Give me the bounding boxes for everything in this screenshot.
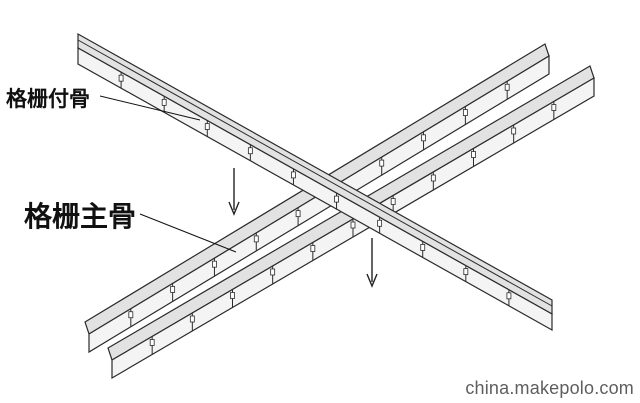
secondary-rib-notch xyxy=(291,171,296,179)
rear-rib-notch xyxy=(128,311,134,319)
label-main-runner: 格栅主骨 xyxy=(24,200,136,233)
secondary-rib-notch xyxy=(377,219,383,227)
secondary-rib-notch xyxy=(463,268,469,276)
secondary-rib-notch xyxy=(506,292,512,300)
front-rib-notch xyxy=(350,221,356,229)
arrow-down-left xyxy=(228,168,240,216)
rear-rib-notch xyxy=(421,134,426,142)
leader-line-secondary xyxy=(99,95,201,121)
front-rib-notch xyxy=(149,339,155,346)
leader-line-main xyxy=(139,213,237,253)
secondary-rib-notch xyxy=(334,195,339,203)
front-rib-notch xyxy=(310,245,316,252)
front-rib-notch xyxy=(189,315,195,323)
rear-rib-notch xyxy=(504,83,510,91)
secondary-rib-notch xyxy=(161,98,167,106)
secondary-rib-notch xyxy=(118,74,124,82)
front-rib-notch xyxy=(430,174,436,182)
rear-rib-notch xyxy=(295,210,301,218)
front-rib-notch xyxy=(471,151,476,158)
rear-rib-notch xyxy=(212,260,217,268)
rear-rib-notch xyxy=(170,286,176,293)
front-rib-notch xyxy=(270,268,276,276)
secondary-runner xyxy=(77,32,553,332)
front-rib-notch xyxy=(551,104,557,111)
front-rib-notch xyxy=(390,198,396,205)
rear-rib-notch xyxy=(462,109,468,116)
rear-rib-notch xyxy=(253,235,259,243)
rear-rib-notch xyxy=(379,159,385,167)
arrow-down-right xyxy=(366,238,378,288)
front-rib-notch xyxy=(511,127,517,135)
secondary-rib-notch xyxy=(247,147,253,155)
watermark-text: china.makepolo.com xyxy=(465,378,634,398)
secondary-rib-notch xyxy=(204,123,210,130)
secondary-rib-notch xyxy=(420,244,426,251)
label-secondary-runner: 格栅付骨 xyxy=(6,86,90,111)
front-rib-notch xyxy=(230,292,235,299)
